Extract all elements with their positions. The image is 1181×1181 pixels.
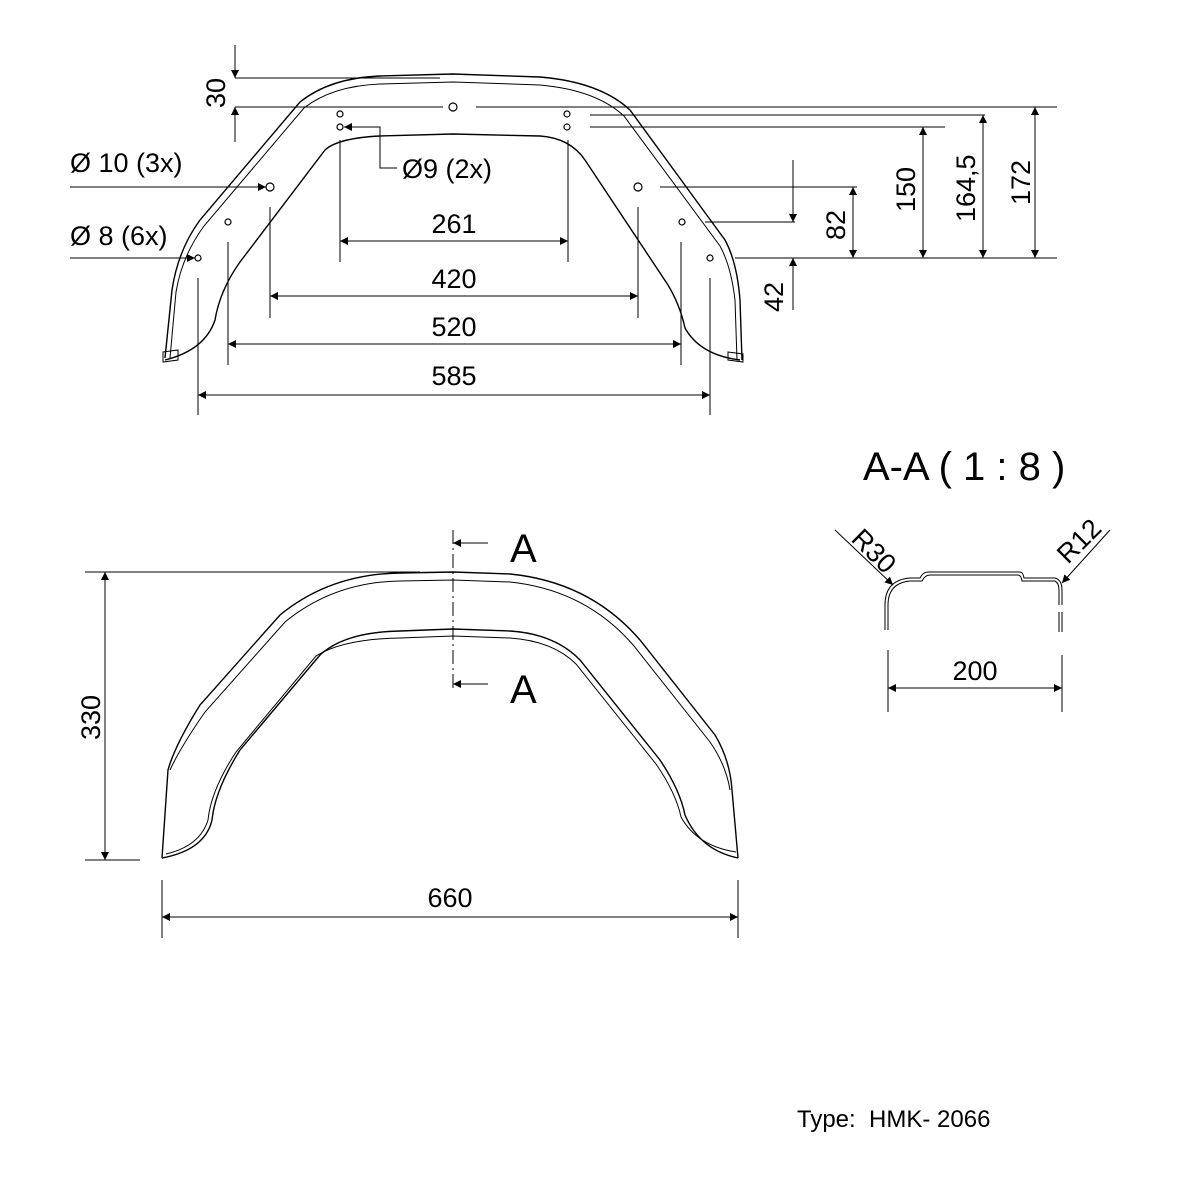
dim-82-label: 82 (821, 210, 851, 240)
dim-420-label: 420 (431, 264, 476, 294)
side-outer-edge (161, 571, 739, 859)
fender-inner-arch (164, 133, 741, 361)
section-mark-top: A (510, 527, 537, 571)
hole-8-left-b (194, 254, 202, 262)
hole-10-right (633, 182, 643, 192)
dim-660-label: 660 (427, 883, 472, 913)
hole-8-label: Ø 8 (6x) (70, 221, 168, 251)
dim-150-label: 150 (891, 167, 921, 212)
hole-9-label: Ø9 (2x) (402, 154, 492, 184)
dim-42-label: 42 (759, 282, 789, 312)
dim-30-label: 30 (201, 78, 231, 108)
dim-585-label: 585 (431, 361, 476, 391)
side-inner-arch (161, 628, 739, 859)
type-label: Type: HMK- 2066 (797, 1106, 990, 1133)
section-mark-bottom: A (510, 668, 537, 712)
dim-520-label: 520 (431, 312, 476, 342)
fender-outer-edge-inner (169, 81, 738, 361)
dim-172-label: 172 (1006, 160, 1036, 205)
hole-top-center (448, 102, 458, 112)
hole-9-right-b (563, 123, 571, 131)
section-view: A-A ( 1 : 8 ) R30 R12 200 (834, 445, 1111, 712)
dim-164-5-label: 164,5 (951, 154, 981, 222)
side-outer-edge-inner (169, 579, 731, 791)
hole-10-label: Ø 10 (3x) (70, 148, 183, 178)
side-view: A A 330 660 (76, 527, 739, 938)
hole-9-left-a (336, 110, 344, 118)
hole-9-right-a (563, 110, 571, 118)
hole-9-left-b (336, 123, 344, 131)
section-title: A-A ( 1 : 8 ) (863, 445, 1065, 489)
hole-8-left-a (224, 218, 232, 226)
fender-end-left (162, 349, 179, 363)
dim-261-label: 261 (431, 209, 476, 239)
hole-8-right-b (706, 254, 714, 262)
top-view: 30 172 164,5 150 82 42 Ø 10 (3x) Ø 8 (6x… (70, 45, 1057, 415)
radius-r30-label: R30 (846, 523, 902, 579)
section-profile (884, 571, 1063, 632)
dim-330-label: 330 (76, 695, 106, 740)
side-inner-arch-second (165, 635, 737, 855)
fender-outer-edge (164, 73, 743, 361)
radius-r12-label: R12 (1051, 513, 1107, 569)
fender-end-right (727, 351, 744, 363)
hole-10-left (265, 182, 275, 192)
dim-200-label: 200 (952, 656, 997, 686)
hole-8-right-a (678, 218, 686, 226)
